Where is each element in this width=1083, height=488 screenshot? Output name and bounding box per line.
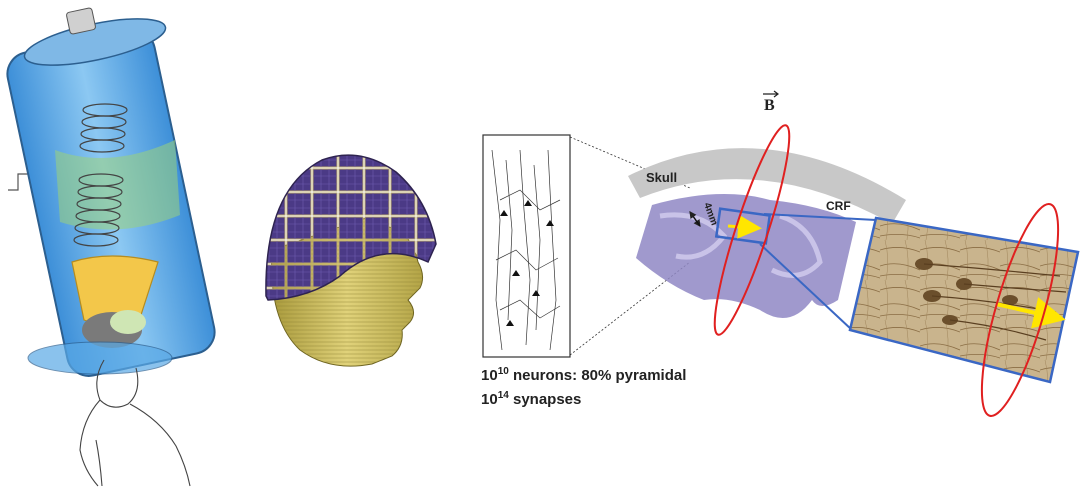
- neuron-count-exponent: 10: [498, 366, 509, 377]
- zoomed-tissue-panel: [850, 218, 1078, 382]
- helmet-head-illustration: [266, 155, 436, 366]
- synapse-count-line: 1014 synapses: [481, 386, 686, 410]
- neuron-stats-caption: 1010 neurons: 80% pyramidal 1014 synapse…: [481, 362, 686, 410]
- synapse-count-text: synapses: [509, 391, 582, 408]
- b-field-label: B: [764, 97, 775, 114]
- neuron-count-text: neurons: 80% pyramidal: [509, 367, 687, 384]
- synapse-count-base: 10: [481, 391, 498, 408]
- crf-label: CRF: [826, 199, 851, 213]
- neuron-count-base: 10: [481, 367, 498, 384]
- tms-apparatus-illustration: [3, 8, 218, 486]
- synapse-count-exponent: 14: [498, 390, 509, 401]
- skull-label: Skull: [646, 170, 677, 185]
- neuron-count-line: 1010 neurons: 80% pyramidal: [481, 362, 686, 386]
